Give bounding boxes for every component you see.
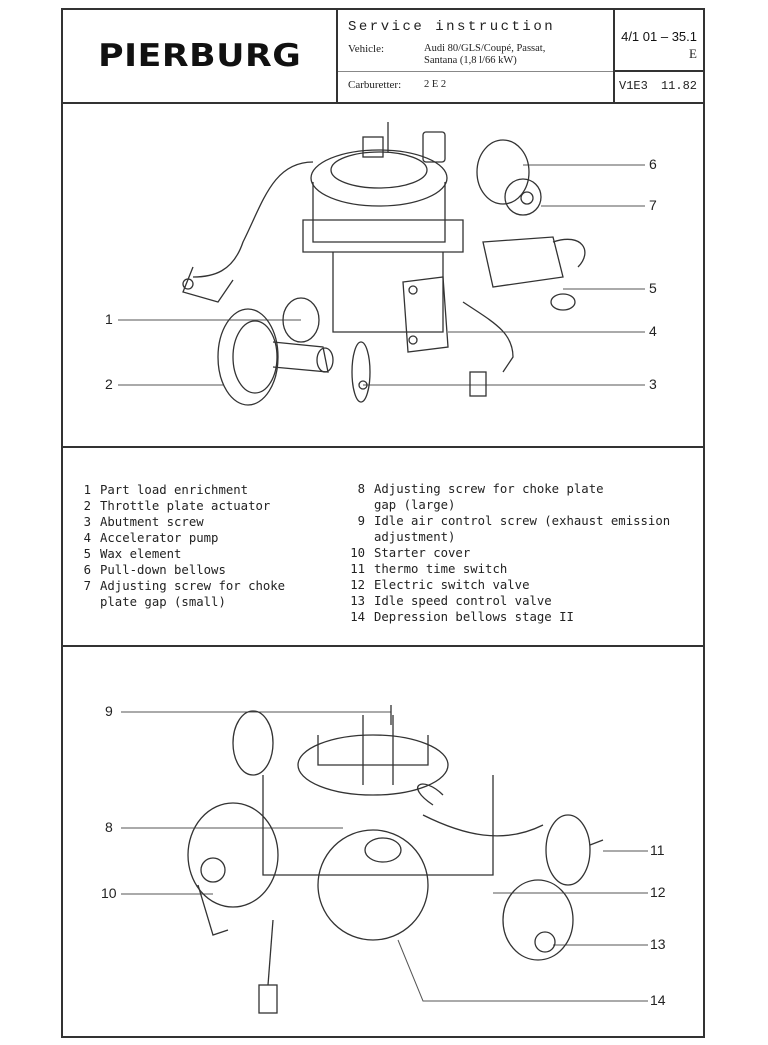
logo-cell: PIERBURG — [63, 10, 338, 102]
carburetter-label: Carburetter: — [348, 79, 402, 91]
callout-8: 8 — [105, 819, 113, 835]
callout-1: 1 — [105, 311, 113, 327]
reference-code: V1E3 — [619, 79, 648, 93]
vehicle-line-1: Audi 80/GLS/Coupé, Passat, — [424, 43, 546, 54]
service-info-cell: Service instruction Vehicle: Audi 80/GLS… — [338, 10, 615, 102]
reference-date: 11.82 — [660, 79, 697, 93]
callout-4: 4 — [649, 323, 657, 339]
callout-10: 10 — [101, 885, 117, 901]
service-title: Service instruction — [348, 19, 556, 35]
vehicle-label: Vehicle: — [348, 43, 385, 55]
carburetter-diagram-bottom: 9 8 10 11 12 13 14 — [63, 645, 703, 1045]
callout-3: 3 — [649, 376, 657, 392]
callout-7: 7 — [649, 197, 657, 213]
callout-12: 12 — [650, 884, 666, 900]
carburetter-rear-illustration-icon — [121, 705, 648, 1014]
reference-top: 4/1 01 – 35.1 E — [615, 10, 703, 72]
pierburg-logo: PIERBURG — [97, 38, 302, 74]
document-frame: PIERBURG Service instruction Vehicle: Au… — [61, 8, 705, 1038]
carburetter-diagram-top: 1 2 3 4 5 6 7 — [63, 102, 703, 448]
callout-2: 2 — [105, 376, 113, 392]
reference-bottom: V1E3 11.82 — [615, 72, 703, 102]
callout-11: 11 — [650, 842, 665, 858]
reference-language: E — [689, 46, 697, 61]
callout-6: 6 — [649, 156, 657, 172]
vehicle-line-2: Santana (1,8 l/66 kW) — [424, 55, 517, 66]
callout-5: 5 — [649, 280, 657, 296]
reference-cell: 4/1 01 – 35.1 E V1E3 11.82 — [615, 10, 703, 102]
carburetter-value: 2 E 2 — [424, 79, 447, 90]
callout-9: 9 — [105, 703, 113, 719]
reference-number: 4/1 01 – 35.1 — [621, 29, 697, 44]
callout-13: 13 — [650, 936, 666, 952]
carburetter-illustration-icon — [118, 122, 645, 406]
callout-14: 14 — [650, 992, 666, 1008]
divider — [338, 71, 613, 72]
document-header: PIERBURG Service instruction Vehicle: Au… — [63, 10, 703, 104]
